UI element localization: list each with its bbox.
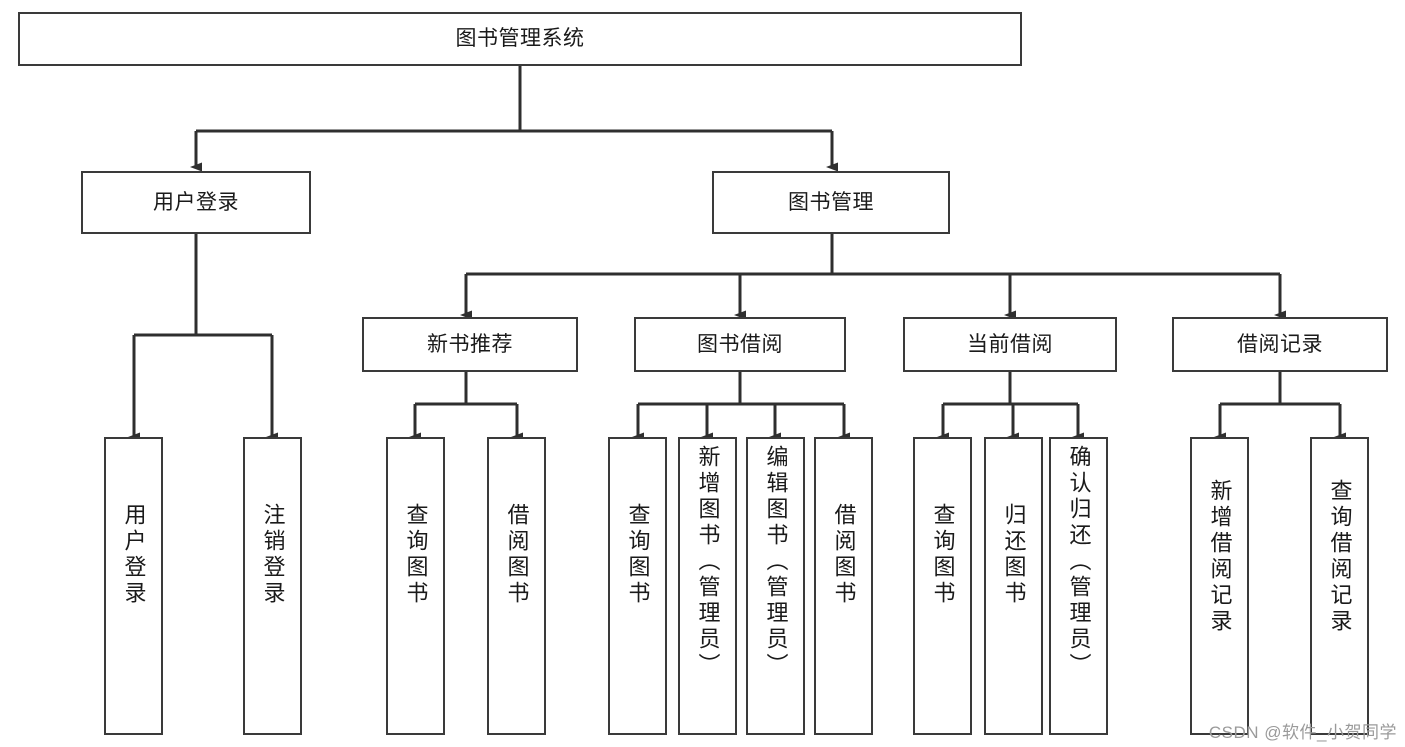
leaf-return-book-label: 归还图书: [1001, 503, 1027, 607]
leaf-query-book-2-label: 查询图书: [625, 503, 651, 607]
node-user-login-label: 用户登录: [153, 190, 239, 214]
leaf-query-book-2[interactable]: 查询图书: [608, 437, 667, 735]
leaf-add-record[interactable]: 新增借阅记录: [1190, 437, 1249, 735]
leaf-logout-login-label: 注销登录: [260, 503, 286, 607]
node-book-borrow-label: 图书借阅: [697, 332, 783, 356]
leaf-borrow-book-1[interactable]: 借阅图书: [487, 437, 546, 735]
node-new-book-recommend-label: 新书推荐: [427, 332, 513, 356]
leaf-query-book-3[interactable]: 查询图书: [913, 437, 972, 735]
watermark-text: CSDN @软件_小贺同学: [1208, 723, 1397, 742]
node-user-login[interactable]: 用户登录: [81, 171, 311, 234]
leaf-borrow-book-1-label: 借阅图书: [504, 503, 530, 607]
leaf-confirm-return-label: 确认归还（管理员）: [1066, 445, 1092, 679]
leaf-add-record-label: 新增借阅记录: [1207, 479, 1233, 635]
leaf-query-record[interactable]: 查询借阅记录: [1310, 437, 1369, 735]
node-root[interactable]: 图书管理系统: [18, 12, 1022, 66]
leaf-confirm-return[interactable]: 确认归还（管理员）: [1049, 437, 1108, 735]
node-book-manage[interactable]: 图书管理: [712, 171, 950, 234]
node-new-book-recommend[interactable]: 新书推荐: [362, 317, 578, 372]
leaf-edit-book-label: 编辑图书（管理员）: [763, 445, 789, 679]
leaf-user-login-label: 用户登录: [121, 503, 147, 607]
leaf-borrow-book-2-label: 借阅图书: [831, 503, 857, 607]
leaf-add-book[interactable]: 新增图书（管理员）: [678, 437, 737, 735]
leaf-query-record-label: 查询借阅记录: [1327, 479, 1353, 635]
node-root-label: 图书管理系统: [455, 27, 585, 51]
node-book-borrow[interactable]: 图书借阅: [634, 317, 846, 372]
leaf-logout-login[interactable]: 注销登录: [243, 437, 302, 735]
leaf-query-book-3-label: 查询图书: [930, 503, 956, 607]
leaf-user-login[interactable]: 用户登录: [104, 437, 163, 735]
leaf-query-book-1[interactable]: 查询图书: [386, 437, 445, 735]
leaf-borrow-book-2[interactable]: 借阅图书: [814, 437, 873, 735]
leaf-return-book[interactable]: 归还图书: [984, 437, 1043, 735]
node-borrow-record-label: 借阅记录: [1237, 332, 1323, 356]
node-current-borrow[interactable]: 当前借阅: [903, 317, 1117, 372]
leaf-edit-book[interactable]: 编辑图书（管理员）: [746, 437, 805, 735]
node-borrow-record[interactable]: 借阅记录: [1172, 317, 1388, 372]
node-current-borrow-label: 当前借阅: [967, 332, 1053, 356]
leaf-add-book-label: 新增图书（管理员）: [695, 445, 721, 679]
leaf-query-book-1-label: 查询图书: [403, 503, 429, 607]
node-book-manage-label: 图书管理: [788, 190, 874, 214]
